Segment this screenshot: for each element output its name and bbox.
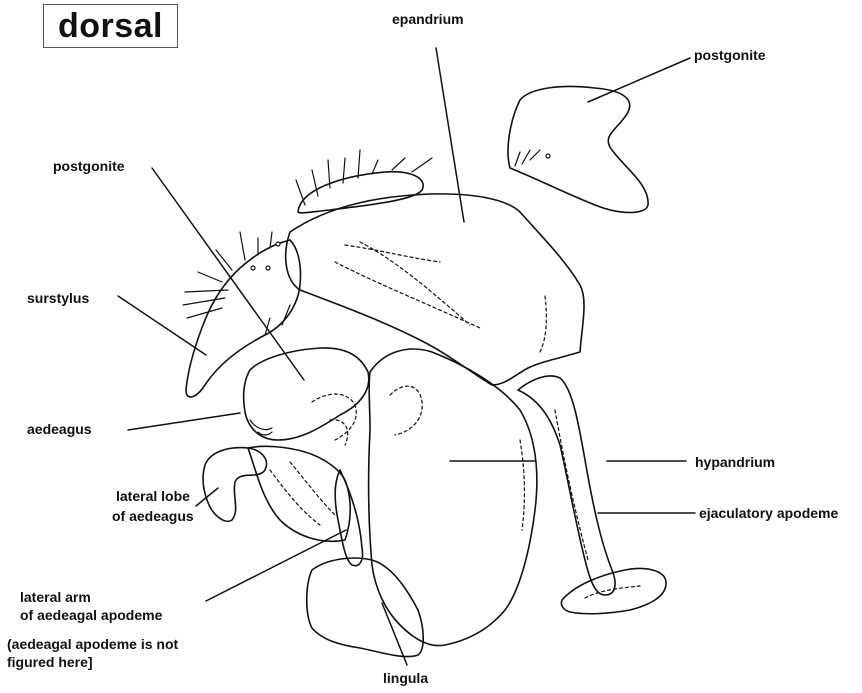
lingula-outline bbox=[307, 558, 424, 657]
epandrium-inner-dashes bbox=[335, 242, 480, 328]
lateral-lobe-outline bbox=[203, 448, 267, 522]
label-note-1: (aedeagal apodeme is not bbox=[7, 635, 178, 653]
label-lateral-lobe-1: lateral lobe bbox=[116, 487, 190, 505]
postgonite-right-socket bbox=[546, 154, 550, 158]
aedeagus-outline bbox=[244, 348, 369, 440]
hypandrium-inner-dashes bbox=[390, 386, 524, 530]
label-lateral-arm-2: of aedeagal apodeme bbox=[20, 606, 162, 624]
postgonite-right-outline bbox=[508, 87, 648, 213]
leader-postgonite-left bbox=[152, 168, 304, 380]
postgonite-right-bristles bbox=[515, 150, 540, 166]
label-ejaculatory-apodeme: ejaculatory apodeme bbox=[699, 504, 838, 522]
leader-epandrium bbox=[436, 48, 464, 222]
label-aedeagus: aedeagus bbox=[27, 420, 92, 438]
leader-postgonite-right bbox=[588, 58, 690, 102]
label-epandrium: epandrium bbox=[392, 10, 464, 28]
label-hypandrium: hypandrium bbox=[695, 453, 775, 471]
leader-lateral-arm bbox=[206, 530, 346, 601]
surstylus-bristles bbox=[183, 232, 290, 335]
lateral-arm-outline bbox=[335, 470, 362, 566]
aedeagus-tip bbox=[250, 420, 272, 435]
aedeagal-mass-dashes bbox=[270, 462, 335, 525]
label-postgonite-left: postgonite bbox=[53, 157, 125, 175]
label-surstylus: surstylus bbox=[27, 289, 89, 307]
ejaculatory-apodeme-rod bbox=[518, 376, 615, 595]
leader-lateral-lobe bbox=[196, 488, 218, 506]
label-postgonite-right: postgonite bbox=[694, 46, 766, 64]
view-title-box: dorsal bbox=[43, 4, 178, 48]
surstylus-outline bbox=[186, 240, 301, 397]
label-note-2: figured here] bbox=[7, 653, 93, 671]
hypandrium-outline bbox=[369, 349, 537, 646]
epandrium-outline bbox=[286, 194, 584, 385]
label-lingula: lingula bbox=[383, 669, 428, 687]
leader-aedeagus bbox=[128, 413, 240, 430]
view-title: dorsal bbox=[58, 7, 163, 46]
label-lateral-lobe-2: of aedeagus bbox=[112, 507, 194, 525]
epandrium-margin-dashes bbox=[540, 296, 546, 352]
label-lateral-arm-1: lateral arm bbox=[20, 588, 91, 606]
leader-surstylus bbox=[118, 296, 206, 355]
ejaculatory-apodeme-rod-line bbox=[555, 410, 588, 560]
